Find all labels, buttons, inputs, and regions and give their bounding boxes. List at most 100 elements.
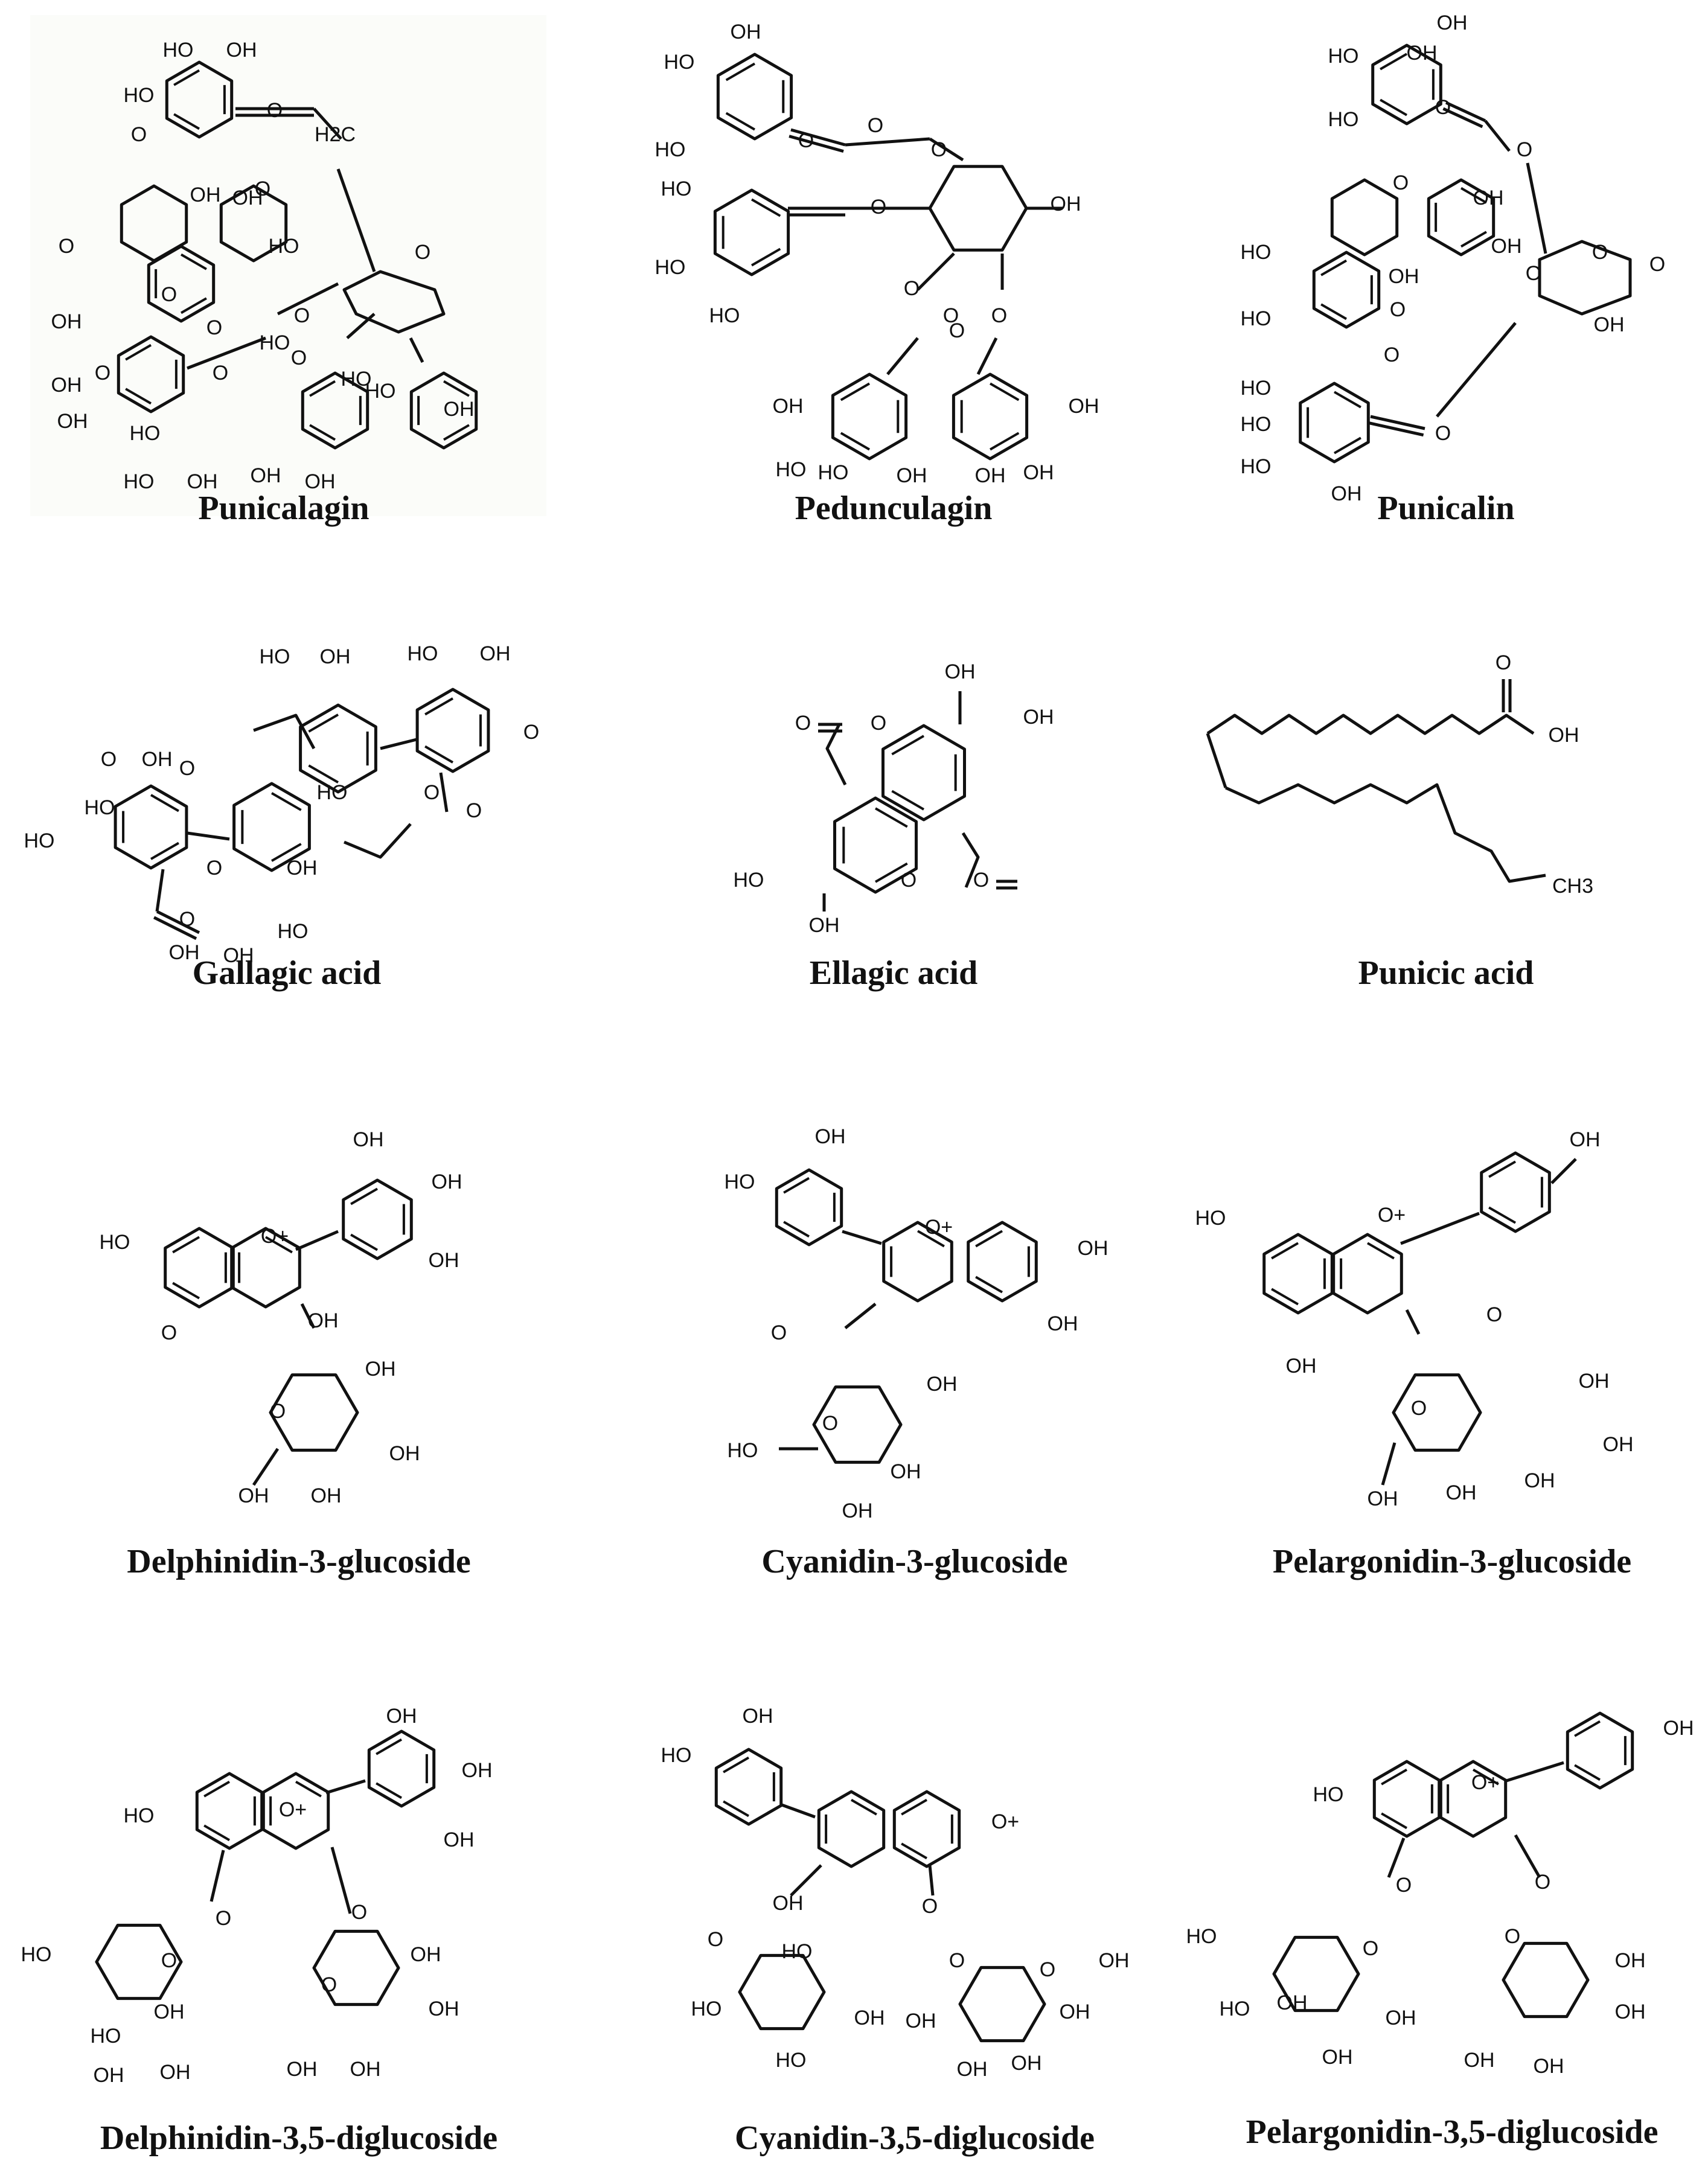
cyanidin-3-glucoside-atom-label: O+ (925, 1216, 953, 1239)
gallagic-acid-atom-label: HO (260, 645, 290, 668)
pedunculagin-atom-label: OH (975, 464, 1006, 487)
punicalagin-atom-label: OH (305, 470, 336, 493)
pelargonidin-3-5-diglucoside-atom-label: HO (1313, 1783, 1344, 1806)
punicalin-atom-label: HO (1241, 455, 1272, 478)
gallagic-acid-atom-label: HO (408, 642, 438, 665)
delphinidin-3-glucoside-atom-label: O (270, 1400, 286, 1423)
pelargonidin-3-5-diglucoside-atom-label: O (1363, 1937, 1378, 1960)
cyanidin-3-5-diglucoside-atom-label: O (708, 1928, 723, 1951)
punicalin-atom-label: OH (1491, 235, 1522, 258)
cyanidin-3-5-diglucoside-atom-label: O (922, 1895, 938, 1918)
ellagic-acid-atom-label: O (795, 712, 811, 735)
punicalin-caption: Punicalin (1377, 490, 1515, 527)
delphinidin-3-glucoside-atom-label: HO (100, 1231, 130, 1254)
pedunculagin-atom-label: HO (818, 461, 849, 484)
ellagic-acid-atom-label: OH (945, 660, 976, 683)
cyanidin-3-5-diglucoside-atom-label: OH (906, 2010, 936, 2032)
gallagic-acid-atom-label: O (466, 799, 482, 822)
delphinidin-3-glucoside-atom-label: OH (353, 1128, 384, 1151)
punicalin-atom-label: O (1526, 262, 1541, 285)
pelargonidin-3-5-diglucoside-atom-label: OH (1615, 1949, 1646, 1972)
pedunculagin-atom-label: HO (664, 51, 695, 74)
pelargonidin-3-5-diglucoside-atom-label: OH (1386, 2007, 1416, 2029)
delphinidin-3-5-diglucoside-atom-label: O (161, 1949, 177, 1972)
punicalin-atom-label: HO (1328, 45, 1359, 68)
punicalagin-atom-label: OH (444, 398, 475, 421)
punicalin-atom-label: HO (1241, 413, 1272, 436)
pedunculagin-atom-label: HO (661, 177, 692, 200)
delphinidin-3-5-diglucoside-atom-label: OH (411, 1943, 441, 1966)
pelargonidin-3-5-diglucoside-atom-label: HO (1220, 1997, 1250, 2020)
pelargonidin-3-glucoside-caption: Pelargonidin-3-glucoside (1272, 1543, 1632, 1580)
delphinidin-3-5-diglucoside-atom-label: HO (91, 2025, 121, 2048)
gallagic-acid-atom-label: O (179, 757, 195, 780)
punicalin-atom-label: O (1435, 422, 1451, 445)
punicalagin-atom-label: HO (341, 368, 372, 391)
pelargonidin-3-glucoside-atom-label: O+ (1378, 1204, 1406, 1227)
pedunculagin-atom-label: O (871, 196, 886, 219)
pelargonidin-3-glucoside-atom-label: OH (1524, 1469, 1555, 1492)
punicalagin-atom-label: HO (124, 470, 155, 493)
pedunculagin-atom-label: OH (773, 395, 804, 418)
pedunculagin-atom-label: O (943, 304, 959, 327)
punicalin-atom-label: OH (1407, 42, 1438, 65)
punicalin-atom-label: HO (1328, 108, 1359, 131)
punicalin-atom-label: O (1393, 171, 1409, 194)
gallagic-acid-atom-label: OH (480, 642, 511, 665)
delphinidin-3-5-diglucoside-atom-label: OH (350, 2058, 381, 2081)
gallagic-acid-atom-label: OH (142, 748, 173, 771)
cyanidin-3-glucoside-atom-label: OH (842, 1499, 873, 1522)
punicalin-atom-label: O (1435, 96, 1451, 119)
pelargonidin-3-5-diglucoside-atom-label: O (1396, 1874, 1412, 1897)
delphinidin-3-glucoside-atom-label: OH (429, 1249, 459, 1272)
punicalagin-atom-label: OH (190, 184, 221, 206)
gallagic-acid-atom-label: O (101, 748, 117, 771)
pelargonidin-3-glucoside-atom-label: OH (1603, 1433, 1634, 1456)
cyanidin-3-glucoside-atom-label: OH (1048, 1312, 1078, 1335)
punicalin-atom-label: HO (1241, 307, 1272, 330)
ellagic-acid-atom-label: O (871, 712, 886, 735)
cyanidin-3-5-diglucoside-atom-label: O (949, 1949, 965, 1972)
gallagic-acid-atom-label: O (206, 857, 222, 880)
cyanidin-3-glucoside-atom-label: OH (815, 1125, 846, 1148)
delphinidin-3-glucoside-atom-label: O+ (261, 1225, 289, 1248)
cyanidin-3-5-diglucoside-atom-label: OH (1011, 2052, 1042, 2075)
punicalagin-atom-label: OH (232, 187, 263, 209)
cyanidin-3-glucoside-atom-label: HO (728, 1439, 758, 1462)
gallagic-acid-atom-label: OH (169, 941, 200, 964)
punicic-acid-atom-label: OH (1549, 724, 1579, 747)
pelargonidin-3-5-diglucoside-atom-label: O (1505, 1925, 1520, 1948)
pedunculagin-atom-label: HO (655, 256, 686, 279)
punicalin-atom-label: HO (1241, 377, 1272, 400)
pedunculagin-atom-label: OH (897, 464, 927, 487)
delphinidin-3-5-diglucoside-atom-label: OH (462, 1759, 493, 1782)
pedunculagin-atom-label: HO (776, 458, 807, 481)
gallagic-acid-caption: Gallagic acid (192, 954, 382, 992)
cyanidin-3-5-diglucoside-atom-label: OH (957, 2058, 988, 2081)
punicalagin-atom-label: O (131, 123, 147, 146)
gallagic-acid-atom-label: O (523, 721, 539, 744)
punicalagin-atom-label: HO (124, 84, 155, 107)
punicalagin-caption: Punicalagin (198, 490, 370, 527)
punicic-acid-atom-label: CH3 (1552, 875, 1593, 898)
delphinidin-3-glucoside-caption: Delphinidin-3-glucoside (127, 1543, 471, 1580)
punicalagin-atom-label: H2C (315, 123, 356, 146)
ellagic-acid-atom-label: OH (1023, 706, 1054, 729)
cyanidin-3-5-diglucoside-atom-label: HO (776, 2049, 807, 2072)
cyanidin-3-glucoside-caption: Cyanidin-3-glucoside (761, 1543, 1068, 1580)
gallagic-acid-atom-label: HO (85, 796, 115, 819)
punicalin-atom-label: O (1517, 138, 1532, 161)
punicalagin-atom-label: OH (187, 470, 218, 493)
punicalin-atom-label: OH (1437, 11, 1468, 34)
pelargonidin-3-glucoside-atom-label: HO (1195, 1207, 1226, 1230)
delphinidin-3-5-diglucoside-atom-label: OH (287, 2058, 318, 2081)
delphinidin-3-5-diglucoside-atom-label: OH (429, 1997, 459, 2020)
punicalin-atom-label: OH (1473, 187, 1504, 209)
pelargonidin-3-5-diglucoside-atom-label: OH (1663, 1717, 1694, 1740)
delphinidin-3-5-diglucoside-atom-label: O (321, 1973, 337, 1996)
